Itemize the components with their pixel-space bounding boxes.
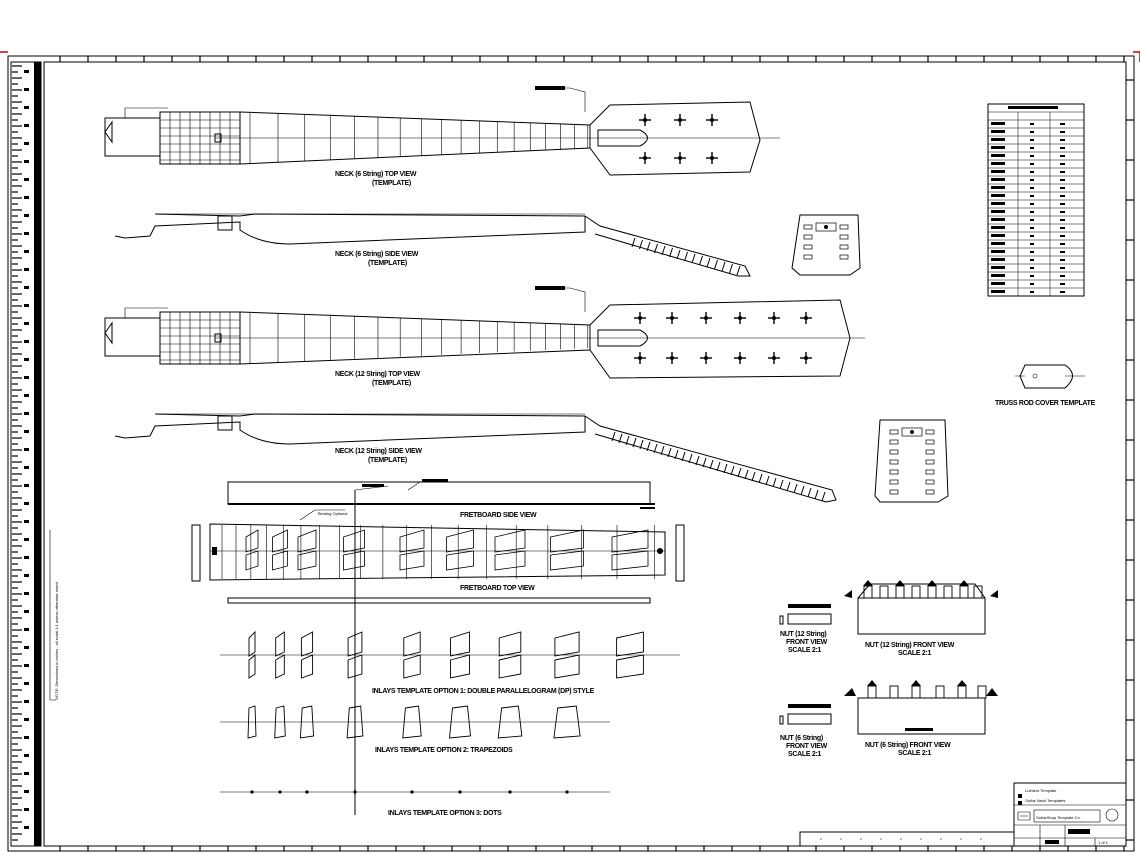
title-line-2: Guitar Neck Templates [1025, 798, 1065, 803]
title-sheet: 1 of 1 [1098, 840, 1109, 845]
neck6-side-label-2: (TEMPLATE) [368, 260, 407, 267]
fretboard-top-label: FRETBOARD TOP VIEW [460, 585, 535, 592]
fretboard-top-view [191, 509, 685, 582]
neck-6-string-side-view [114, 213, 751, 277]
nut-6-string-small [779, 704, 832, 725]
left-ruler-strip [10, 61, 42, 847]
nut6-front-label-1: NUT (6 String) FRONT VIEW [865, 742, 951, 749]
border-note: NOTE: Dimensions in inches - all scale 1… [54, 582, 59, 700]
nut6-small-label-2: FRONT VIEW [786, 743, 828, 750]
title-block [799, 782, 1127, 847]
neck-6-string-top-view [104, 86, 780, 176]
fret-position-table [987, 103, 1085, 297]
nut6-front-label-2: SCALE 2:1 [898, 750, 931, 757]
neck6-top-label-1: NECK (6 String) TOP VIEW [335, 171, 417, 178]
fretboard-side-view [227, 479, 655, 815]
neck-12-string-top-view [104, 286, 865, 379]
frame-tick-marks [59, 56, 1134, 851]
nut-6-string-front-view [844, 680, 998, 735]
nut-12-string-small [779, 604, 832, 625]
inlay-option-3-label: INLAYS TEMPLATE OPTION 3: DOTS [388, 810, 502, 817]
nut12-small-label-2: FRONT VIEW [786, 639, 828, 646]
inlay-option-1-template [220, 630, 680, 679]
neck6-side-label-1: NECK (6 String) SIDE VIEW [335, 251, 419, 258]
neck6-top-label-2: (TEMPLATE) [372, 180, 411, 187]
inner-frame [43, 61, 1127, 847]
neck-12-string-side-view [114, 413, 837, 503]
nut12-front-label-1: NUT (12 String) FRONT VIEW [865, 642, 955, 649]
nut6-small-label-3: SCALE 2:1 [788, 751, 821, 758]
nut6-small-label-1: NUT (6 String) [780, 735, 823, 742]
fretboard-side-label: FRETBOARD SIDE VIEW [460, 512, 537, 519]
nut12-small-label-3: SCALE 2:1 [788, 647, 821, 654]
inlay-option-2-template [220, 705, 610, 739]
outer-frame [7, 55, 1135, 852]
inlay-option-3-template [220, 790, 610, 794]
neck12-top-label-1: NECK (12 String) TOP VIEW [335, 371, 421, 378]
neck12-side-label-1: NECK (12 String) SIDE VIEW [335, 448, 422, 455]
title-company: GuitarShop Template Co. [1036, 815, 1081, 820]
neck12-side-label-2: (TEMPLATE) [368, 457, 407, 464]
truss-rod-cover-template [1015, 364, 1085, 389]
nut12-front-label-2: SCALE 2:1 [898, 650, 931, 657]
title-line-1: Luthiers Template [1025, 788, 1057, 793]
headstock-inlay-template-6 [791, 214, 861, 276]
inlay-option-2-label: INLAYS TEMPLATE OPTION 2: TRAPEZOIDS [375, 747, 513, 754]
inlay-option-1-label: INLAYS TEMPLATE OPTION 1: DOUBLE PARALLE… [372, 688, 595, 695]
fret-note: Binding Optional [318, 511, 347, 516]
nut-12-string-front-view [844, 580, 998, 635]
nut12-small-label-1: NUT (12 String) [780, 631, 826, 638]
truss-rod-cover-label: TRUSS ROD COVER TEMPLATE [995, 400, 1096, 407]
headstock-inlay-template-12 [874, 419, 949, 503]
neck12-top-label-2: (TEMPLATE) [372, 380, 411, 387]
